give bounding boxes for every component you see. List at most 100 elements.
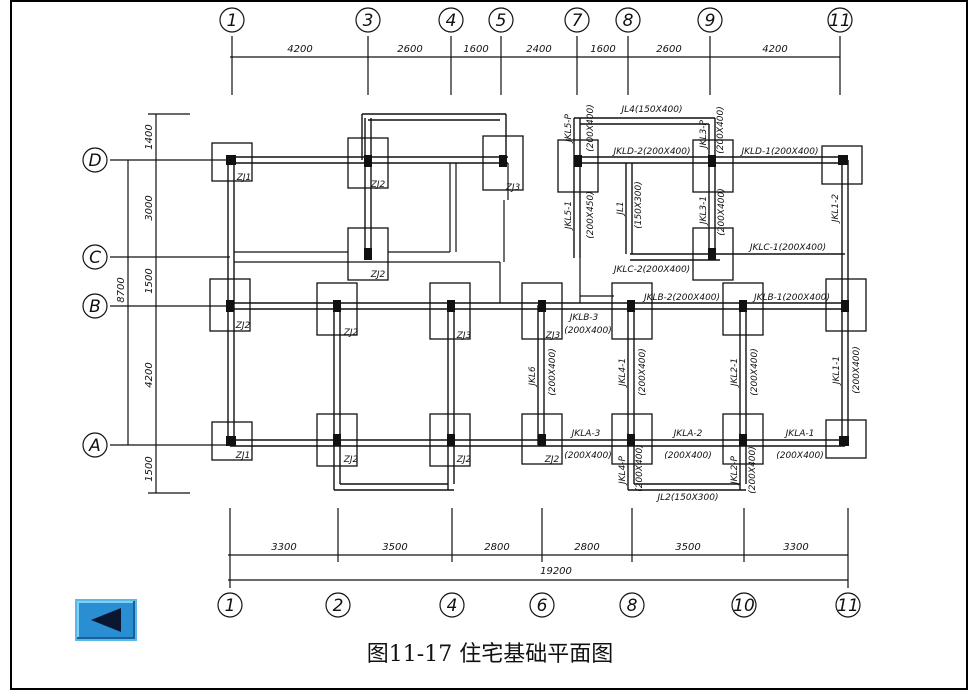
row-axis-C: C [89,248,101,268]
row-axis-D: D [88,151,101,171]
bottom-axis-4-circle [439,592,465,618]
beam-jkl31-size: (200X400) [717,188,727,236]
top-dim-2: 1600 [463,44,488,55]
bottom-axis-8: 8 [627,596,638,616]
figure-caption: 图11-17 住宅基础平面图 [366,642,614,667]
beam-a-size-3: (200X400) [776,451,824,461]
bottom-axis-2: 2 [333,596,344,616]
row-axis-D-circle [82,147,108,173]
beam-jl1-size: (150X300) [634,181,644,229]
beam-jkl6: JKL6 [528,366,538,388]
beam-jkla3: JKLA-3 [570,429,601,439]
footings [209,135,867,467]
beam-jklb3-size: (200X400) [564,326,612,336]
column-label-1: ZJ2 [370,180,386,190]
top-dim-1: 2600 [397,44,422,55]
beam-jkl21: JKL2-1 [730,358,740,388]
top-axis-8-circle [615,7,641,33]
top-axis-3-circle [355,7,381,33]
row-axis-B: B [89,297,101,317]
bottom-axis-2-circle [325,592,351,618]
beam-jkla2: JKLA-2 [672,429,703,439]
bottom-axis-4: 4 [447,596,458,616]
beam-jkld2: JKLD-2(200X400) [611,147,690,157]
row-axis-A: A [88,436,101,456]
left-dim-3: 4200 [144,362,155,387]
beam-jl2: JL2(150X300) [656,493,719,503]
beam-jkl3p-size: (200X400) [716,106,726,154]
left-total: 8700 [116,277,127,302]
beam-a-size-2: (200X400) [664,451,712,461]
top-axis-11-circle [827,7,853,33]
back-button[interactable] [75,599,137,641]
column-posts [226,155,849,446]
beam-jkl21-size: (200X400) [750,348,760,396]
bottom-total: 19200 [540,566,572,577]
beam-jklc1: JKLC-1(200X400) [748,243,826,253]
bottom-axis-1: 1 [225,596,236,616]
row-axis-B-circle [82,293,108,319]
top-dim-3: 2400 [526,44,551,55]
column-label-7: ZJ3 [545,331,561,341]
beam-jkl6-size: (200X400) [548,348,558,396]
top-dim-4: 1600 [590,44,615,55]
beam-jklb1: JKLB-1(200X400) [752,293,830,303]
top-axis-9: 9 [705,11,716,31]
column-label-8: ZJ1 [235,451,251,461]
beam-jkl51: JKL5-1 [564,201,574,231]
bottom-axis-1-circle [217,592,243,618]
row-axis-C-circle [82,244,108,270]
beam-jkl3p: JKL3-P [699,119,709,150]
column-label-3: ZJ2 [370,270,386,280]
beam-jkld1: JKLD-1(200X400) [739,147,818,157]
beam-jklb3: JKLB-3 [568,313,599,323]
bottom-dim-5: 3300 [783,542,808,553]
beam-jkl2p: JKL2-P [730,455,740,486]
left-dim-2: 1500 [144,268,155,293]
slide-frame [10,0,968,690]
bottom-axis-10-circle [731,592,757,618]
bottom-axis-8-circle [619,592,645,618]
beam-jkl4p: JKL4-P [618,455,628,486]
column-label-0: ZJ1 [236,173,252,183]
column-label-2: ZJ3 [505,183,521,193]
beam-jkl41-size: (200X400) [638,348,648,396]
top-dim-0: 4200 [287,44,312,55]
beam-jkl5p-size: (200X400) [586,104,596,152]
bottom-axis-10: 10 [733,596,755,616]
beam-jklb2: JKLB-2(200X400) [642,293,720,303]
top-dim-5: 2600 [656,44,681,55]
left-dim-0: 1400 [144,124,155,149]
row-axis-A-circle [82,432,108,458]
left-dim-1: 3000 [144,195,155,220]
column-label-9: ZJ2 [343,455,359,465]
top-axis-8: 8 [623,11,634,31]
beam-jl1: JL1 [616,201,626,216]
top-axis-7: 7 [572,11,583,31]
top-axis-1-circle [219,7,245,33]
left-triangle-icon [91,608,121,632]
beam-jkl51-size: (200X450) [586,191,596,239]
top-axis-7-circle [564,7,590,33]
bottom-axis-11: 11 [837,596,859,616]
top-axis-3: 3 [363,11,374,31]
beam-jkl11: JKL1-1 [832,356,842,386]
bottom-dim-3: 2800 [574,542,599,553]
beam-jl4: JL4(150X400) [620,105,683,115]
beam-jkl12: JKL1-2 [831,194,841,225]
beam-jkl31: JKL3-1 [699,196,709,226]
bottom-axis-11-circle [835,592,861,618]
column-label-10: ZJ2 [456,455,472,465]
top-axis-4: 4 [446,11,457,31]
bottom-axis-6: 6 [537,596,548,616]
left-dim-4: 1500 [144,456,155,481]
top-axis-4-circle [438,7,464,33]
column-label-6: ZJ3 [456,331,472,341]
top-axis-5: 5 [496,11,507,31]
beam-jkl4p-size: (200X400) [635,444,645,492]
column-label-5: ZJ2 [343,328,359,338]
bottom-dim-4: 3500 [675,542,700,553]
top-axis-1: 1 [227,11,238,31]
bottom-dim-1: 3500 [382,542,407,553]
